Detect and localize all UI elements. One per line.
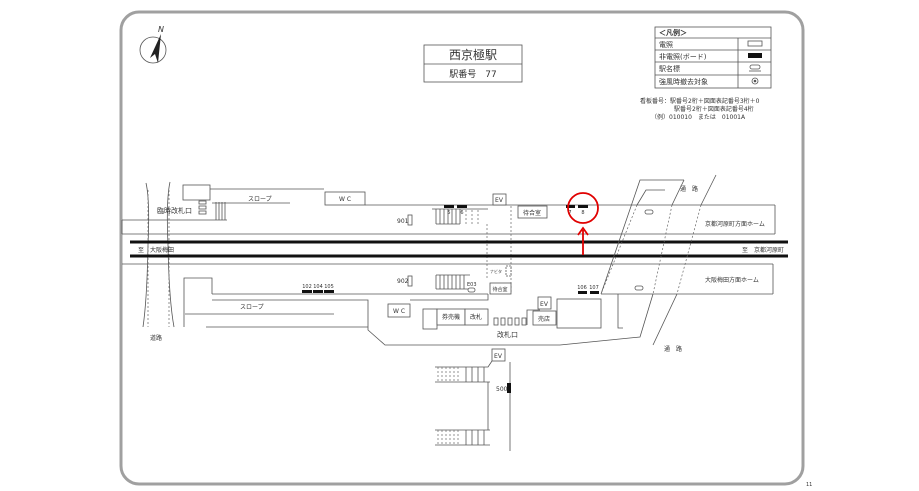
legend-title: ＜凡例＞: [659, 28, 687, 37]
sign-number: 102: [302, 284, 312, 290]
sign-number: 902: [397, 278, 409, 285]
sign-number: 5: [447, 210, 450, 216]
sign-number: 105: [324, 284, 334, 290]
elevator-bottom: [491, 348, 506, 362]
sign-number: 500: [496, 386, 508, 393]
navita-label: ナビタ: [490, 268, 502, 274]
elevator-lower: [537, 296, 552, 310]
wc-label: W C: [393, 308, 405, 315]
ev-label: EV: [495, 197, 504, 204]
sign-number: 106: [577, 285, 587, 291]
road-label-left: 道路: [150, 334, 162, 342]
ev-label: EV: [540, 301, 549, 308]
ticket-machine-label: 券売機: [442, 313, 460, 321]
temp-gate-label: 臨時改札口: [157, 206, 192, 215]
page-number: 11: [806, 482, 812, 488]
note-line: 看板番号：駅番号2桁＋図面表記番号3桁＋0: [640, 97, 760, 105]
waiting-room-lower: [489, 282, 512, 295]
waiting-room-label: 待合室: [523, 209, 541, 217]
north-label: N: [158, 25, 164, 34]
direction-east: 至 京都河原町: [742, 246, 784, 254]
direction-west: 至 大阪梅田: [138, 246, 174, 254]
wc-label: W C: [339, 196, 351, 203]
board-sign-icon: [748, 53, 762, 58]
sign-number: E03: [467, 282, 477, 288]
sign-number: 8: [581, 210, 584, 216]
gate-label: 改札: [470, 313, 482, 321]
station-name: 西京極駅: [449, 47, 497, 62]
upper-platform: 臨時改札口 スロープ W C 901 5 6 EV 待合室 7 8 京都河原町方…: [121, 184, 776, 294]
legend-item-label: 非電照(ボード): [659, 52, 707, 61]
platform-label-lower: 大阪梅田方面ホーム: [705, 276, 759, 284]
lower-platform: スロープ 102 104 105 902 E03 ナビタ 待合室 W C 券売機…: [122, 263, 774, 346]
wc-upper: [324, 191, 366, 206]
legend: ＜凡例＞ 電照 非電照(ボード) 駅名標 強風時撤去対象: [654, 26, 772, 89]
waiting-room-label: 待合室: [492, 286, 507, 293]
note-line: 駅番号2桁＋図面表記番号4桁: [674, 105, 754, 113]
slope-label: スロープ: [248, 196, 272, 203]
kiosk: [532, 310, 557, 326]
highlight-circle: [567, 192, 599, 224]
legend-item-label: 強風時撤去対象: [659, 77, 708, 86]
legend-item-label: 駅名標: [659, 64, 680, 73]
highlight-arrow-icon: [577, 226, 589, 255]
station-title-box: 西京極駅 駅番号 77: [423, 44, 523, 83]
station-sign-icon: [749, 64, 761, 70]
gate: [464, 308, 489, 326]
passage: 通 路 通 路: [559, 174, 717, 353]
wc-lower: [387, 303, 411, 318]
north-arrow-icon: N: [139, 25, 167, 64]
station-sign-icon: [634, 285, 644, 291]
double-circle-icon: [751, 77, 759, 85]
sign-number: 6: [460, 210, 463, 216]
elevator-upper: [492, 193, 507, 206]
ev-label: EV: [494, 353, 503, 360]
sign-number: 107: [589, 285, 599, 291]
note-line: （例）010010 または 01001A: [651, 113, 746, 121]
platform-label-upper: 京都河原町方面ホーム: [705, 220, 765, 228]
waiting-room-upper: [517, 205, 548, 219]
bottom-exit: EV 500: [435, 348, 511, 451]
station-sign-icon: [644, 209, 654, 215]
lit-sign-icon: [747, 40, 763, 47]
gate-area-label: 改札口: [497, 330, 518, 339]
road-label-bottom: 通 路: [664, 345, 682, 353]
sign-number: 901: [397, 218, 409, 225]
slope-label: スロープ: [240, 304, 264, 311]
page-frame: [119, 10, 805, 486]
sign-number: 104: [313, 284, 323, 290]
kiosk-label: 売店: [538, 315, 550, 323]
road-label-top: 通 路: [680, 185, 698, 193]
station-number: 駅番号 77: [449, 68, 496, 80]
sign-number: 7: [568, 210, 571, 216]
legend-item-label: 電照: [659, 41, 673, 49]
